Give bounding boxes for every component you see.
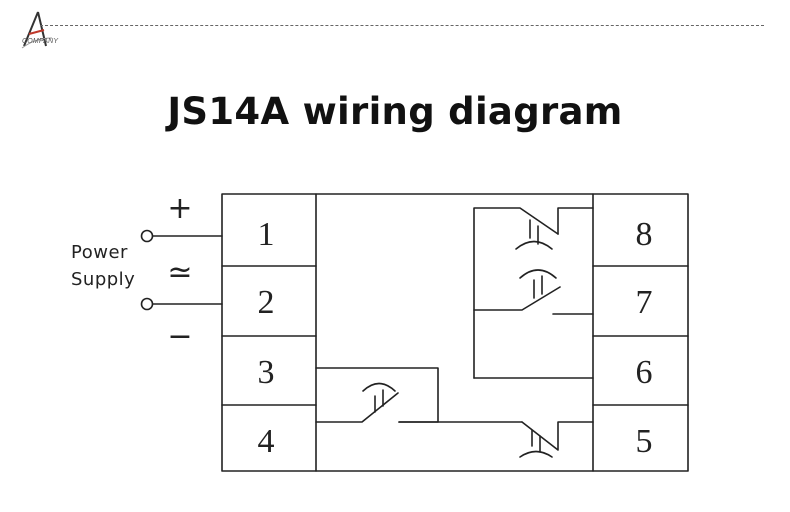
page-title: JS14A wiring diagram bbox=[167, 90, 623, 133]
relay-body bbox=[221, 193, 689, 472]
power-label: Power bbox=[71, 242, 128, 263]
plus-sign: + bbox=[167, 191, 192, 226]
pin-label-7: 7 bbox=[636, 284, 653, 321]
minus-sign: − bbox=[167, 319, 192, 354]
terminal-circle-icon bbox=[140, 297, 154, 311]
contact-34-timer bbox=[315, 367, 439, 423]
terminal-1-wire bbox=[140, 229, 223, 243]
pin-label-3: 3 bbox=[258, 354, 275, 391]
pin-label-8: 8 bbox=[636, 216, 653, 253]
pin-label-5: 5 bbox=[636, 423, 653, 460]
pin-label-6: 6 bbox=[636, 354, 653, 391]
contact-7-timer bbox=[473, 269, 594, 315]
contact-8-timer bbox=[473, 207, 594, 379]
contact-5-timer bbox=[519, 421, 594, 458]
ac-symbol-icon: ≃ bbox=[167, 255, 192, 290]
company-logo bbox=[12, 8, 72, 52]
header-divider bbox=[40, 25, 764, 26]
triangle-a-logo-icon bbox=[21, 11, 53, 49]
terminal-circle-icon bbox=[140, 229, 154, 243]
pin-label-1: 1 bbox=[258, 216, 275, 253]
pin-label-2: 2 bbox=[258, 284, 275, 321]
pin-label-4: 4 bbox=[258, 423, 275, 460]
supply-label: Supply bbox=[71, 269, 135, 290]
company-text: COMPANY bbox=[22, 38, 59, 45]
terminal-2-wire bbox=[140, 297, 223, 311]
